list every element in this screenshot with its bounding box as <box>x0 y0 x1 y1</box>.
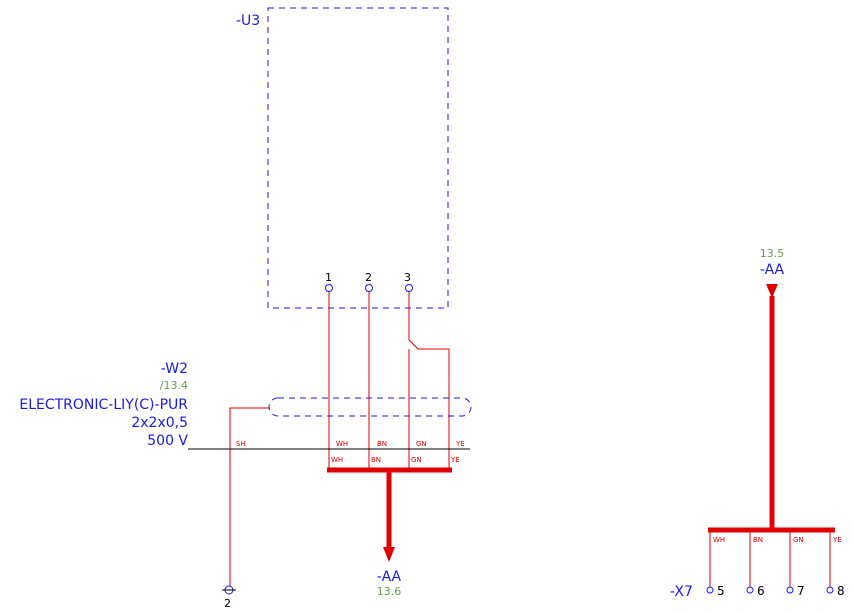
cable-tag: -W2 <box>161 361 188 377</box>
ground-label: 2 <box>224 597 231 610</box>
core-bottom-wh: WH <box>331 456 343 464</box>
cable-type: ELECTRONIC-LIY(C)-PUR <box>19 397 188 413</box>
pin-2-connector[interactable] <box>365 284 373 292</box>
cable-shield-outline <box>268 397 472 417</box>
terminal-number-5: 5 <box>717 584 725 598</box>
terminal-number-8: 8 <box>837 584 845 598</box>
terminal-core-gn: GN <box>793 536 804 544</box>
terminal-core-ye: YE <box>832 536 842 544</box>
pin-1-connector[interactable] <box>325 284 333 292</box>
core-bottom-gn: GN <box>411 456 422 464</box>
bus-up-arrow-icon <box>766 284 778 298</box>
shield-label: SH <box>236 440 246 448</box>
cable-ref: /13.4 <box>160 379 188 392</box>
core-bottom-bn: BN <box>371 456 381 464</box>
terminal-tag: -X7 <box>670 584 693 600</box>
shield-wire <box>229 407 270 586</box>
pin-label-1: 1 <box>325 271 332 284</box>
core-top-wh: WH <box>336 440 348 448</box>
device-tag: -U3 <box>236 13 260 29</box>
bus-down-arrow-icon <box>383 547 395 562</box>
core-top-ye: YE <box>455 440 465 448</box>
bus-up-tag: -AA <box>760 262 785 278</box>
bus-down-tag: -AA <box>377 569 402 585</box>
core-top-bn: BN <box>377 440 387 448</box>
pin-label-3: 3 <box>404 271 411 284</box>
cable-spec: 2x2x0,5 <box>131 415 188 431</box>
pin-label-2: 2 <box>365 271 372 284</box>
core-top-gn: GN <box>416 440 427 448</box>
device-u3-outline <box>267 7 449 309</box>
terminal-number-7: 7 <box>797 584 805 598</box>
bus-down-ref: 13.6 <box>377 585 402 598</box>
terminal-6-connector[interactable] <box>746 586 754 594</box>
terminal-8-connector[interactable] <box>826 586 834 594</box>
wire-gn-ye <box>408 292 450 470</box>
pin-3-connector[interactable] <box>405 284 413 292</box>
terminal-5-connector[interactable] <box>706 586 714 594</box>
bus-up-ref: 13.5 <box>760 247 785 260</box>
terminal-core-wh: WH <box>713 536 725 544</box>
cable-voltage: 500 V <box>147 433 188 449</box>
terminal-number-6: 6 <box>757 584 765 598</box>
terminal-7-connector[interactable] <box>786 586 794 594</box>
core-bottom-ye: YE <box>450 456 460 464</box>
terminal-core-bn: BN <box>753 536 763 544</box>
